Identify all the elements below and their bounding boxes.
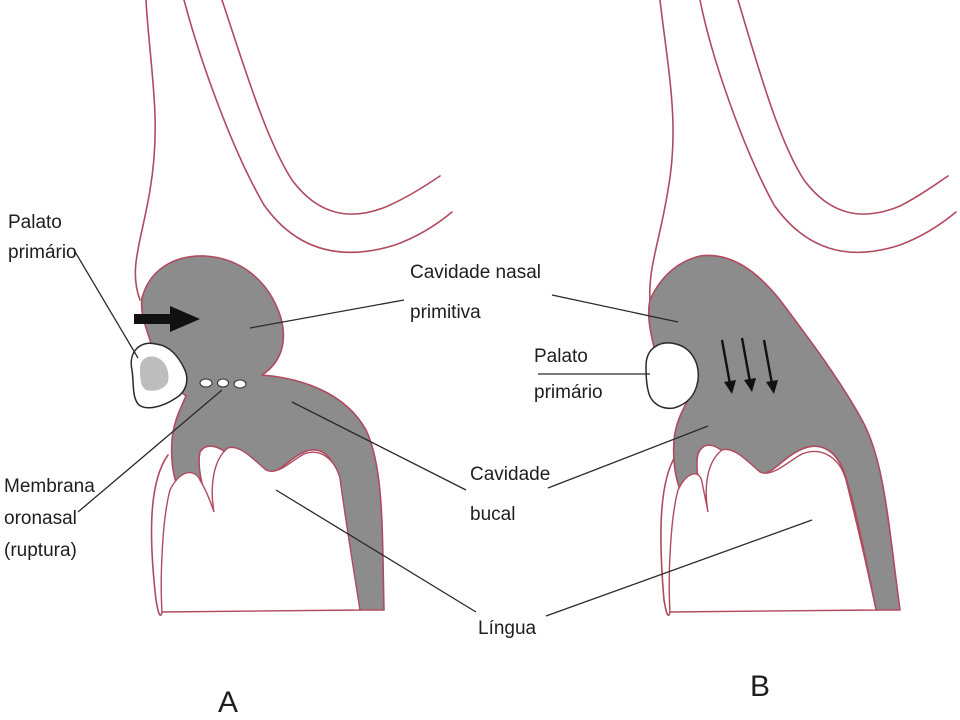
label-membrana-oronasal: Membrana oronasal (ruptura) <box>4 476 100 561</box>
label-cavidade-bucal-line2: bucal <box>470 504 515 525</box>
panel-b-primary-palate <box>645 342 700 410</box>
panel-a-primary-palate-core <box>140 356 169 391</box>
panel-letter-b: B <box>750 670 770 703</box>
panel-b-arrow-3 <box>762 339 774 385</box>
label-cavidade-bucal-line1: Cavidade <box>470 464 550 485</box>
label-membrana-line2: oronasal <box>4 508 77 529</box>
panel-a-membrane-fragment-2 <box>217 378 229 388</box>
label-palato-primario-b: Palato primário <box>534 346 603 403</box>
panel-b-nasal-wall-outer <box>699 0 957 254</box>
panel-a-jaw-outline <box>150 454 169 616</box>
panel-a-leader-membrana <box>77 389 223 513</box>
label-palato-primario-a-line2: primário <box>8 242 77 263</box>
panel-a-nasal-wall-inner <box>221 0 441 215</box>
label-cavidade-nasal-line1: Cavidade nasal <box>410 262 541 283</box>
panel-b-arrow-3-head <box>766 380 778 394</box>
leader-lingua-to-a <box>275 489 477 613</box>
panel-b-nasal-wall-inner <box>737 0 949 215</box>
leader-lingua-to-b <box>545 519 813 617</box>
label-lingua: Língua <box>478 618 537 639</box>
panel-a-membrane-fragment-1 <box>199 378 213 388</box>
panel-b-arrows <box>720 337 778 394</box>
panel-b <box>538 0 957 616</box>
panel-b-arrow-1 <box>720 339 732 385</box>
panel-b-jaw-outline <box>660 454 677 616</box>
panel-b-tongue <box>668 448 877 613</box>
panel-b-arrow-2 <box>740 337 752 383</box>
panel-a <box>73 0 453 616</box>
leader-bucal-to-b <box>547 425 709 489</box>
label-palato-primario-b-line1: Palato <box>534 346 588 367</box>
leader-nasal-to-a <box>249 299 405 329</box>
label-palato-primario-a: Palato primário <box>8 212 77 263</box>
panel-a-tongue <box>160 446 361 613</box>
panel-b-face-outline <box>648 0 674 301</box>
panel-b-nasal-cavity <box>647 254 901 611</box>
panel-a-nasal-cavity <box>140 255 385 611</box>
panel-a-membrane-fragment-3 <box>233 379 247 389</box>
panel-a-arrow <box>134 306 200 332</box>
panel-letter-a: A <box>218 686 238 719</box>
label-membrana-line3: (ruptura) <box>4 540 77 561</box>
leader-bucal-to-a <box>291 401 467 491</box>
panel-a-face-outline <box>134 0 156 301</box>
label-palato-primario-a-line1: Palato <box>8 212 62 233</box>
panel-b-arrow-2-head <box>744 378 756 392</box>
label-cavidade-nasal: Cavidade nasal primitiva <box>410 262 546 323</box>
panel-b-arrow-1-head <box>724 380 736 394</box>
label-cavidade-nasal-line2: primitiva <box>410 302 481 323</box>
label-membrana-line1: Membrana <box>4 476 95 497</box>
label-palato-primario-b-line2: primário <box>534 382 603 403</box>
leader-nasal-to-b <box>551 294 679 323</box>
panel-a-leader-palato <box>73 249 139 359</box>
panel-a-nasal-wall-outer <box>183 0 453 254</box>
label-cavidade-bucal: Cavidade bucal <box>470 464 556 525</box>
